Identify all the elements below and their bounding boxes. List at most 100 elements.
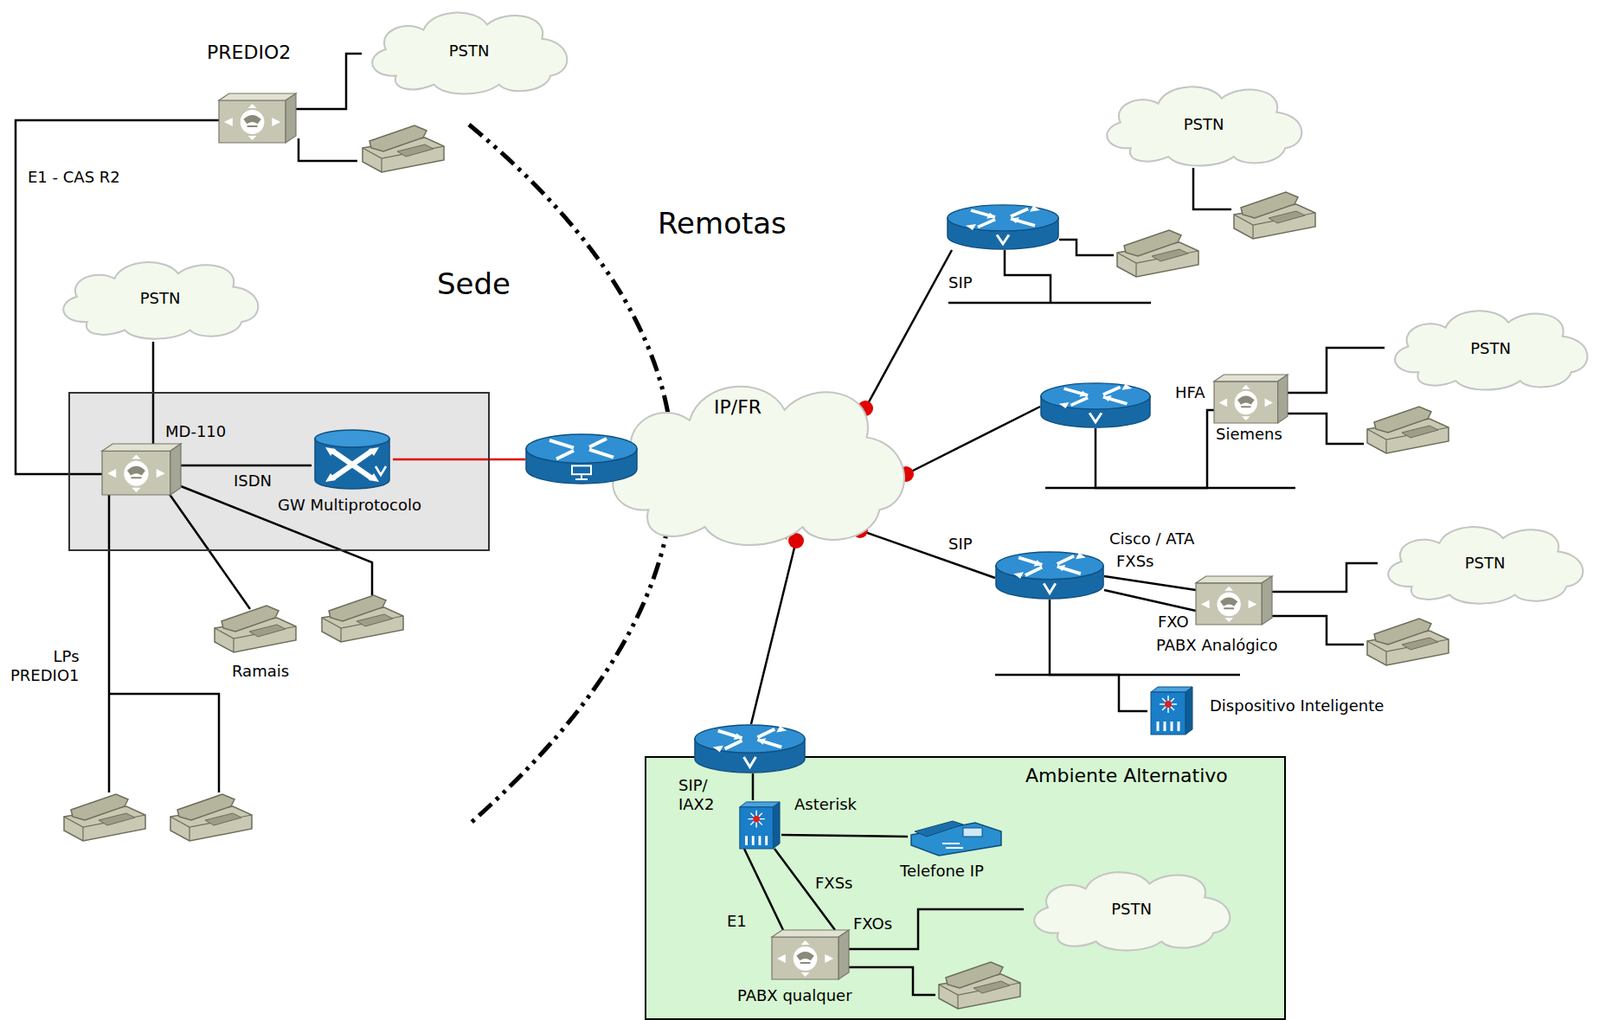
device-icon: PREDIO2 <box>218 93 296 143</box>
router-shape <box>1040 382 1151 429</box>
link-label: E1 - CAS R2 <box>27 167 121 187</box>
link-label: FXSs <box>1116 552 1155 572</box>
telephones <box>64 125 1449 1009</box>
link-line <box>295 53 362 110</box>
node-label: Telefone IP <box>899 861 984 881</box>
connector <box>752 773 754 801</box>
tdm-shape <box>525 433 638 485</box>
link-line <box>180 464 312 468</box>
connector <box>744 848 784 931</box>
device-icon <box>525 433 638 485</box>
area-box: Ambiente AlternativoAsteriskTelefone IPP… <box>644 756 1286 1020</box>
network-cloud: PSTN <box>1384 303 1597 393</box>
alt-area <box>644 756 1286 1020</box>
link-label: SIP <box>948 273 973 293</box>
server-shape <box>1147 685 1195 735</box>
node-label: Ambiente Alternativo <box>1025 764 1228 788</box>
node-label: Cisco / ATA <box>1109 529 1195 549</box>
node-label: PABX Analógico <box>1156 636 1279 656</box>
link-label: SIP/ IAX2 <box>678 776 714 814</box>
device-icon: PABX Analógico <box>1195 576 1273 625</box>
connector <box>1287 347 1385 393</box>
connector <box>1272 563 1378 592</box>
connector <box>848 909 1024 950</box>
pbx-shape <box>771 930 849 980</box>
device-icon <box>693 724 806 774</box>
telephone-icon <box>938 962 1021 1009</box>
gw-shape <box>311 428 393 490</box>
access-link <box>860 530 996 579</box>
ipphone-shape <box>907 817 1005 857</box>
device-icon: GW Multiprotocolo <box>311 428 393 490</box>
node-label: MD-110 <box>165 422 226 442</box>
node-label: GW Multiprotocolo <box>277 495 422 515</box>
link-label: FXSs <box>815 873 854 894</box>
link-label: ISDN <box>233 471 272 491</box>
telephone-icon <box>1367 618 1449 666</box>
connector <box>781 835 908 837</box>
telephone-icon <box>214 605 296 653</box>
node-label: PSTN <box>1465 553 1506 573</box>
network-cloud: PSTN <box>1377 520 1593 607</box>
region-label: Remotas <box>657 205 787 242</box>
telephone-icon <box>64 794 146 842</box>
connector <box>180 465 312 467</box>
wires <box>109 138 1364 996</box>
link-line <box>781 835 908 837</box>
link-line <box>1104 590 1196 611</box>
device-icon: PABX qualquer <box>771 930 849 980</box>
link-line <box>848 909 1024 950</box>
router-shape <box>693 724 806 774</box>
connector <box>1104 576 1196 591</box>
link-line <box>392 458 526 462</box>
connector <box>392 459 526 461</box>
node-label: PABX qualquer <box>737 986 853 1006</box>
region-label: Sede <box>436 266 511 303</box>
node-label: PREDIO2 <box>206 41 291 65</box>
node-label: Asterisk <box>794 795 857 815</box>
connector <box>1049 599 1148 712</box>
annotation: FXOs <box>853 914 893 934</box>
telephone-icon <box>1233 192 1316 239</box>
node-label: PSTN <box>1470 339 1511 359</box>
connector <box>1104 590 1196 611</box>
annotation: Ramais <box>231 661 290 682</box>
link-line <box>744 848 784 931</box>
access-link <box>865 250 952 409</box>
network-cloud: IP/FR <box>597 372 919 552</box>
link-line <box>1104 576 1196 591</box>
access-link <box>906 406 1041 475</box>
device-icon: Dispositivo Inteligente <box>1147 685 1195 735</box>
network-cloud: PSTN <box>1023 865 1240 954</box>
pbx-shape <box>218 93 296 143</box>
telephone-icon <box>1117 230 1199 277</box>
router-shape <box>946 204 1060 251</box>
network-cloud: PSTN <box>52 255 268 342</box>
link-line <box>1287 347 1385 393</box>
sede-area <box>68 391 490 552</box>
pbx-shape <box>1195 576 1273 625</box>
network-cloud: PSTN <box>361 5 577 97</box>
router-shape <box>995 551 1105 600</box>
link-label: E1 <box>726 912 747 932</box>
access-link <box>751 540 797 725</box>
pbx-shape <box>1214 374 1288 424</box>
device-icon: Asterisk <box>736 800 782 849</box>
node-label: PSTN <box>1111 899 1152 919</box>
device-icon <box>1040 382 1151 429</box>
device-icon: Telefone IP <box>907 817 1005 857</box>
link-line <box>1272 563 1378 592</box>
device-icon <box>946 204 1060 251</box>
node-label: PSTN <box>1183 115 1225 135</box>
device-icon: Cisco / ATA <box>995 551 1105 600</box>
node-label: Siemens <box>1215 424 1283 444</box>
link-label: FXO <box>1157 612 1189 632</box>
telephone-icon <box>362 125 444 173</box>
node-label: HFA <box>1175 383 1206 403</box>
node-label: PSTN <box>140 289 181 309</box>
network-cloud: PSTN <box>1096 79 1311 169</box>
link-label: SIP <box>948 534 973 554</box>
link-line <box>751 773 755 801</box>
node-label: PSTN <box>449 41 490 61</box>
annotation: LPs PREDIO1 <box>10 647 80 685</box>
